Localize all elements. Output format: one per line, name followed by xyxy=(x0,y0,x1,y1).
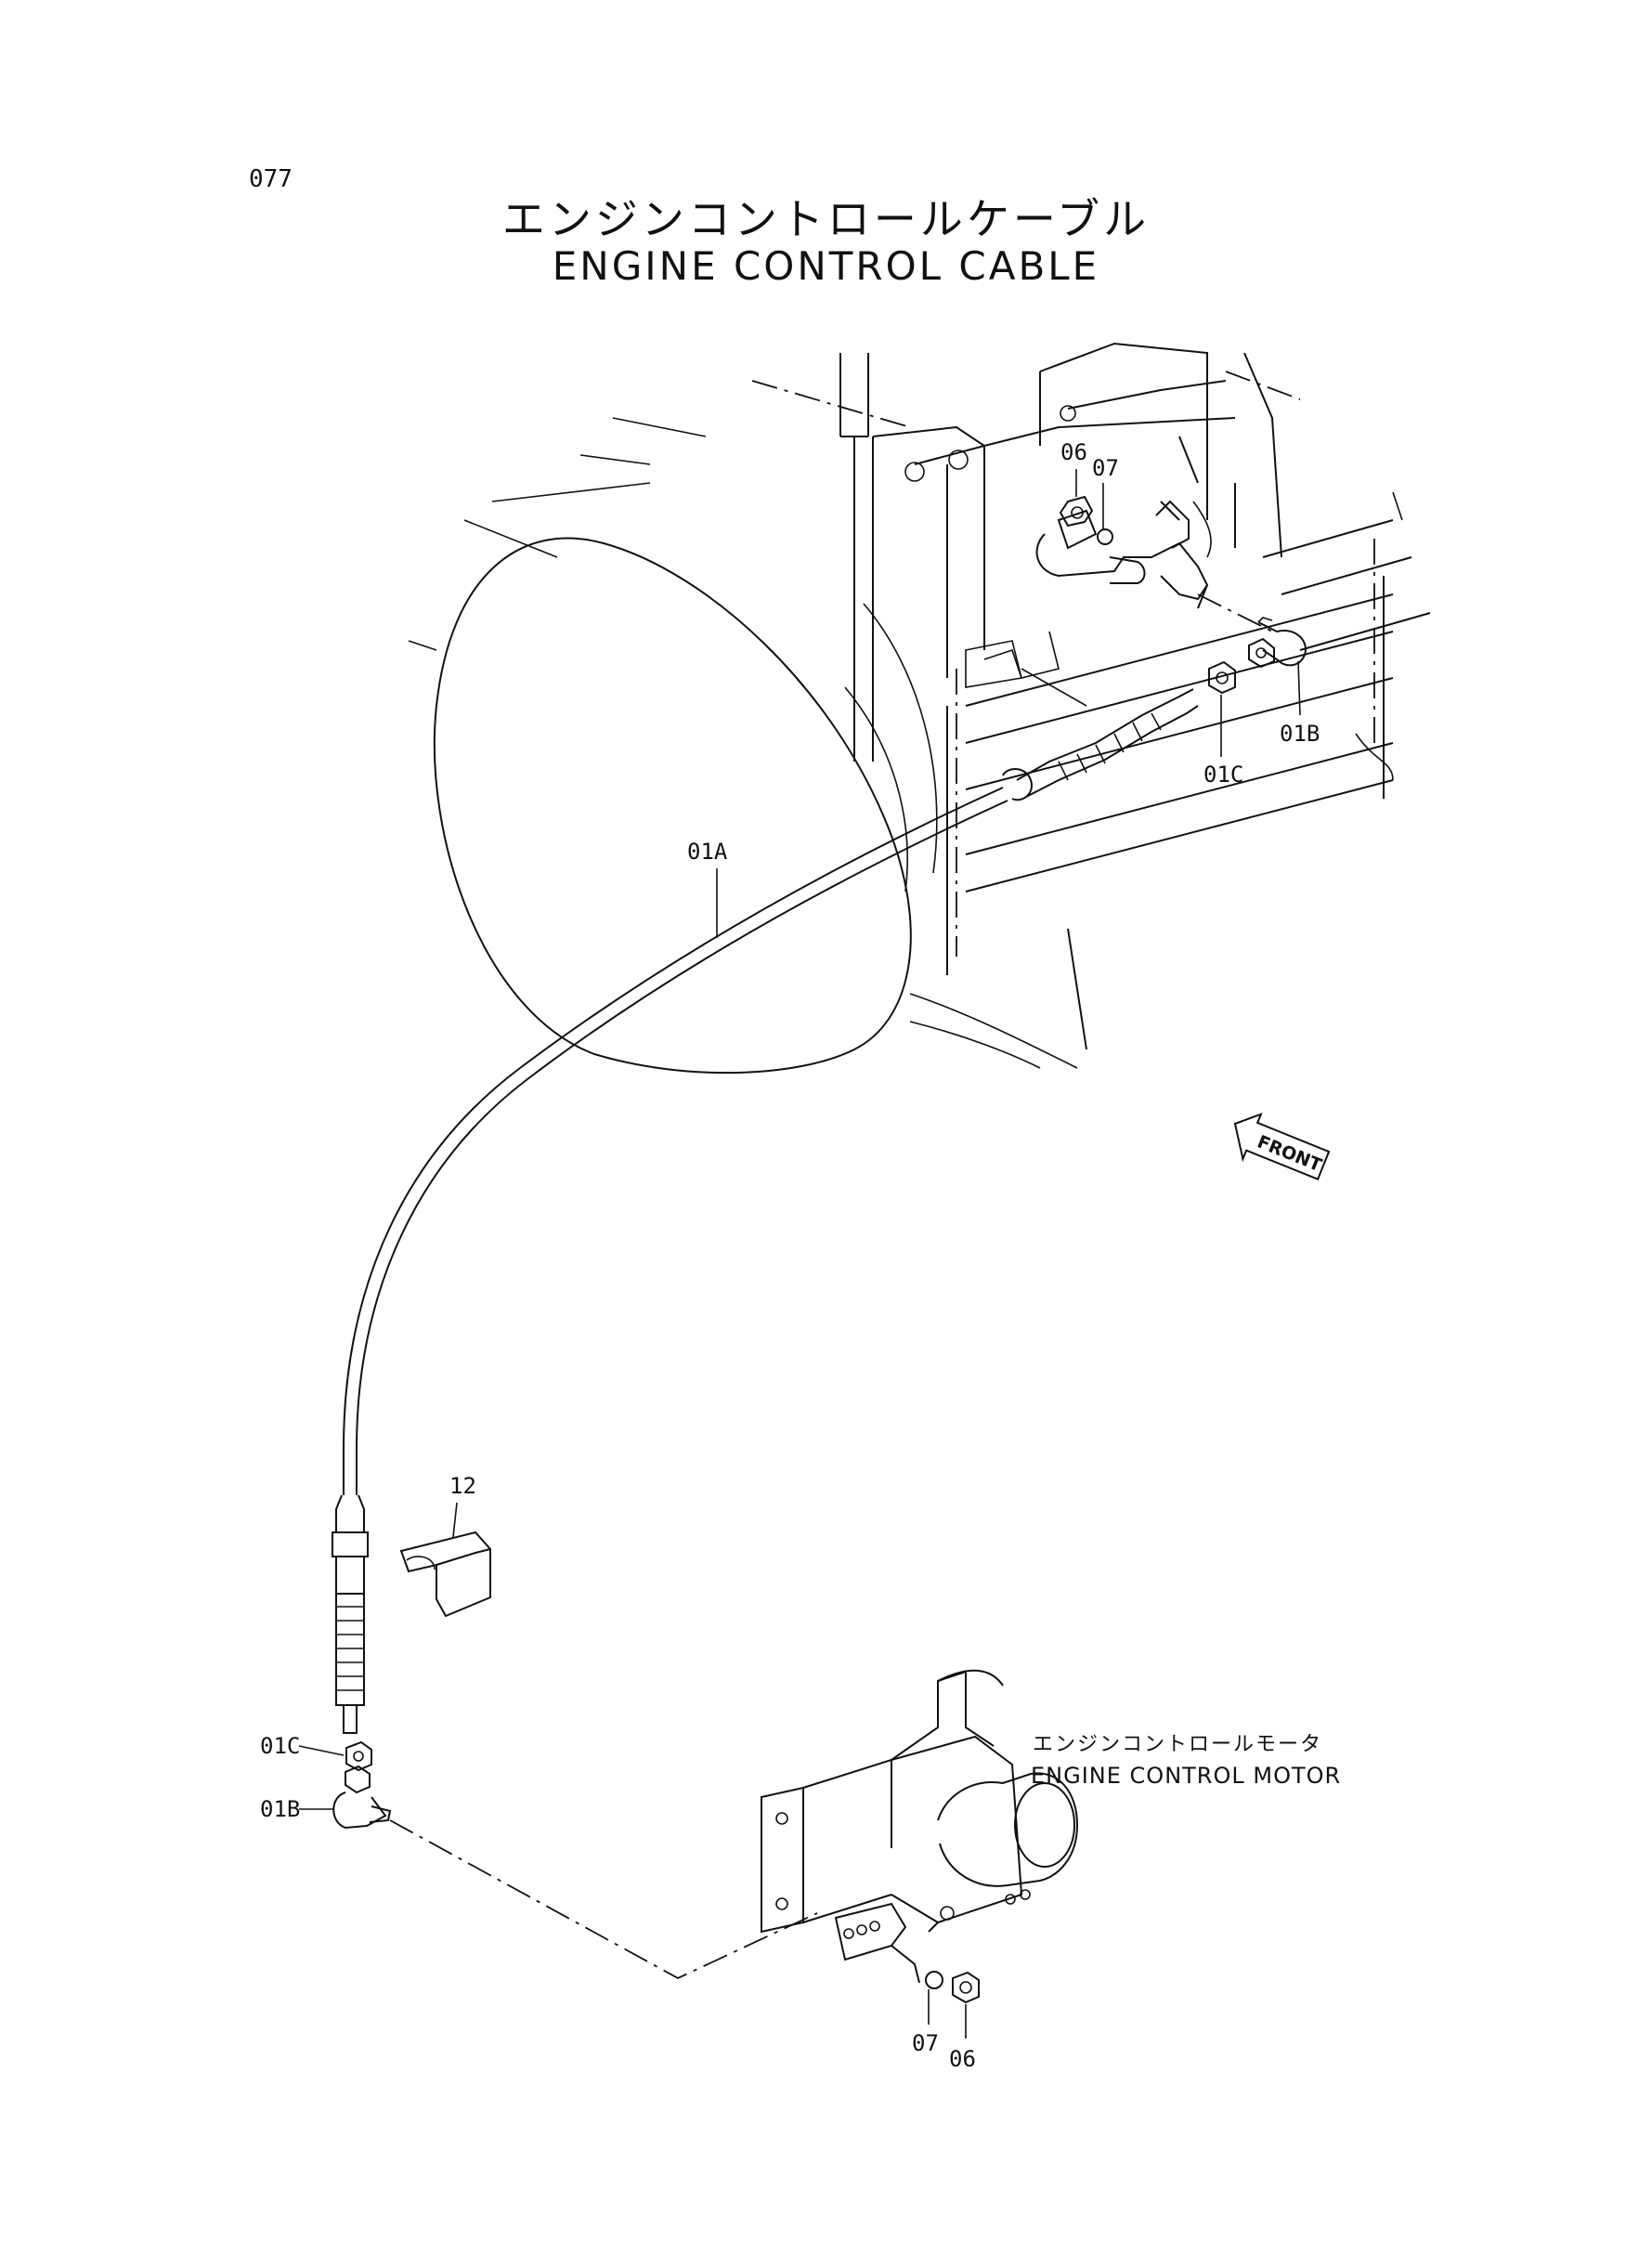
upper-nut-06 xyxy=(1059,495,1094,528)
cable-01A xyxy=(343,787,1008,1495)
lower-ball-joint-01B xyxy=(299,1765,818,1980)
callout-lower-nut: 06 xyxy=(949,2046,976,2072)
page-number: 077 xyxy=(249,165,293,193)
bracket-12 xyxy=(399,1502,491,1618)
front-arrow: FRONT xyxy=(1233,1112,1331,1181)
lower-lock-nut-01C xyxy=(298,1740,372,1772)
front-arrow-label: FRONT xyxy=(1255,1131,1325,1176)
motor-label-japanese: エンジンコントロールモータ xyxy=(1033,1733,1322,1756)
callout-upper-ball-joint: 01B xyxy=(1280,721,1320,747)
callout-upper-nut: 06 xyxy=(1060,439,1087,465)
upper-ball-joint-01B xyxy=(1248,617,1307,669)
upper-lever-assembly xyxy=(1035,495,1273,632)
callout-upper-washer: 07 xyxy=(1092,455,1119,481)
callout-lower-washer: 07 xyxy=(912,2030,939,2056)
upper-washer-07 xyxy=(1097,528,1113,545)
motor-label-english: ENGINE CONTROL MOTOR xyxy=(1031,1763,1341,1789)
motor-nut-06 xyxy=(952,1971,980,2004)
callout-lower-ball-joint: 01B xyxy=(260,1796,300,1822)
engine-control-motor xyxy=(761,1669,1079,1934)
lower-cable-end xyxy=(332,1494,369,1734)
upper-cable-end xyxy=(1002,688,1199,801)
callout-cable: 01A xyxy=(687,839,728,865)
diagram-title-japanese: エンジンコントロールケーブル xyxy=(501,194,1151,244)
flywheel-housing xyxy=(408,417,1078,1075)
motor-washer-07 xyxy=(925,1971,943,1989)
callout-bracket: 12 xyxy=(449,1473,476,1499)
callout-lower-lock-nut: 01C xyxy=(260,1733,300,1759)
callout-upper-lock-nut: 01C xyxy=(1203,762,1243,788)
diagram-title-english: ENGINE CONTROL CABLE xyxy=(552,243,1100,289)
leader-lines xyxy=(716,469,1301,2039)
motor-lever xyxy=(834,1902,980,2004)
engine-block xyxy=(751,342,1431,1050)
upper-lock-nut-01C xyxy=(1208,660,1236,695)
